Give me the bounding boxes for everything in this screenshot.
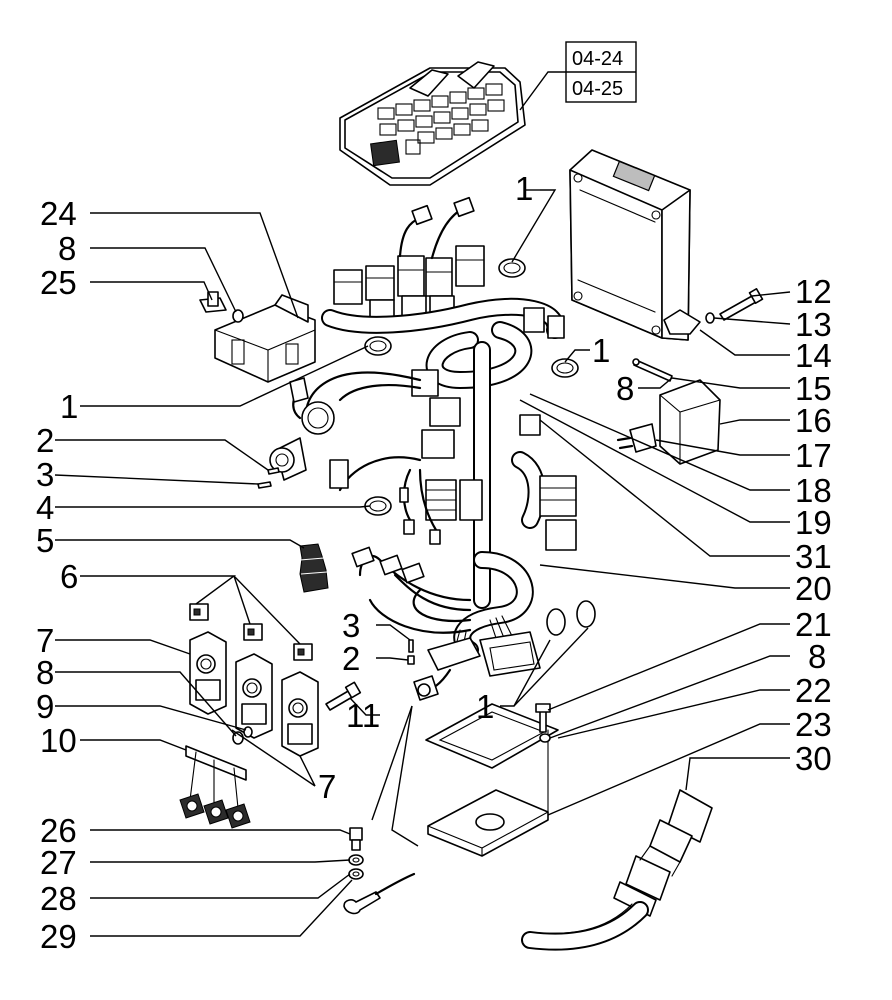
callout-8: 8 xyxy=(808,638,826,675)
callout-28: 28 xyxy=(40,880,77,917)
callout-17: 17 xyxy=(795,437,832,474)
callout-1: 1 xyxy=(476,688,494,725)
cable-tie-4 xyxy=(364,496,392,516)
harness-top-connectors xyxy=(333,196,485,329)
callout-8: 8 xyxy=(36,654,54,691)
bolt-26 xyxy=(349,827,363,851)
bolt-11 xyxy=(325,681,362,711)
bracket-14 xyxy=(663,309,701,335)
ring-terminal-29 xyxy=(343,872,416,915)
harness-left-branch xyxy=(269,371,441,545)
callout-19: 19 xyxy=(795,504,832,541)
harness-conduit xyxy=(321,297,565,659)
callout-13: 13 xyxy=(795,306,832,343)
callout-9: 9 xyxy=(36,688,54,725)
socket-7 xyxy=(189,631,319,757)
callout-7: 7 xyxy=(318,768,336,805)
callout-12: 12 xyxy=(795,273,832,310)
reference-box: 04-24 04-25 xyxy=(519,41,637,111)
callout-5: 5 xyxy=(36,522,54,559)
screw-15 xyxy=(632,358,673,382)
screw-2-mid xyxy=(407,655,415,665)
reference-label-2: 04-25 xyxy=(572,78,623,100)
cable-tie-1b xyxy=(364,336,392,356)
connector-30 xyxy=(521,789,713,951)
screw-2-left xyxy=(267,467,280,475)
harness-lower-branch xyxy=(351,546,541,701)
relay-16 xyxy=(659,379,721,465)
callout-11: 11 xyxy=(346,697,380,734)
callout-16: 16 xyxy=(795,402,832,439)
callout-10: 10 xyxy=(40,722,77,759)
bracket-10 xyxy=(179,745,251,829)
callout-20: 20 xyxy=(795,570,832,607)
callout-25: 25 xyxy=(40,264,77,301)
callout-15: 15 xyxy=(795,370,832,407)
plate-23 xyxy=(427,729,549,857)
callout-1: 1 xyxy=(60,388,78,425)
callout-1: 1 xyxy=(515,170,533,207)
washer-13 xyxy=(705,312,715,324)
washer-8-right xyxy=(539,733,551,743)
callout-23: 23 xyxy=(795,706,832,743)
callout-7: 7 xyxy=(36,622,54,659)
boot-5 xyxy=(299,543,329,593)
callout-21: 21 xyxy=(795,606,832,643)
callout-1: 1 xyxy=(592,332,610,369)
washer-8-top xyxy=(232,309,244,323)
plug-17 xyxy=(616,423,657,453)
callout-8: 8 xyxy=(616,370,634,407)
callout-30: 30 xyxy=(795,740,832,777)
callout-3: 3 xyxy=(342,607,360,644)
bolt-21 xyxy=(535,703,551,733)
bolt-25 xyxy=(199,291,227,313)
reference-label-1: 04-24 xyxy=(572,48,623,70)
callout-4: 4 xyxy=(36,489,54,526)
cable-tie-1d xyxy=(546,600,596,636)
screw-3-mid xyxy=(408,639,414,653)
callout-31: 31 xyxy=(795,538,832,575)
callout-22: 22 xyxy=(795,672,832,709)
callout-14: 14 xyxy=(795,337,832,374)
screw-3-left xyxy=(257,481,272,489)
washer-9 xyxy=(243,726,253,738)
bracket-6 xyxy=(189,603,313,661)
washer-27 xyxy=(348,854,364,866)
washer-28 xyxy=(348,868,364,880)
callout-2: 2 xyxy=(342,640,360,677)
callout-2: 2 xyxy=(36,422,54,459)
callout-26: 26 xyxy=(40,812,77,849)
callout-labels: 24 8 25 1 1 2 3 4 5 6 7 8 9 10 1 12 13 1… xyxy=(36,170,832,955)
cover-24 xyxy=(214,294,316,383)
cable-tie-1c xyxy=(551,358,579,378)
callout-6: 6 xyxy=(60,558,78,595)
control-unit xyxy=(569,149,691,341)
callout-27: 27 xyxy=(40,844,77,881)
harness-mid-relays xyxy=(411,307,577,551)
leader-lines xyxy=(54,189,791,937)
callout-24: 24 xyxy=(40,195,77,232)
callout-18: 18 xyxy=(795,472,832,509)
callout-3: 3 xyxy=(36,456,54,493)
callout-8: 8 xyxy=(58,230,76,267)
bolt-12 xyxy=(719,288,764,321)
callout-29: 29 xyxy=(40,918,77,955)
cable-tie-1a xyxy=(498,258,526,278)
fuse-relay-board xyxy=(339,61,526,186)
